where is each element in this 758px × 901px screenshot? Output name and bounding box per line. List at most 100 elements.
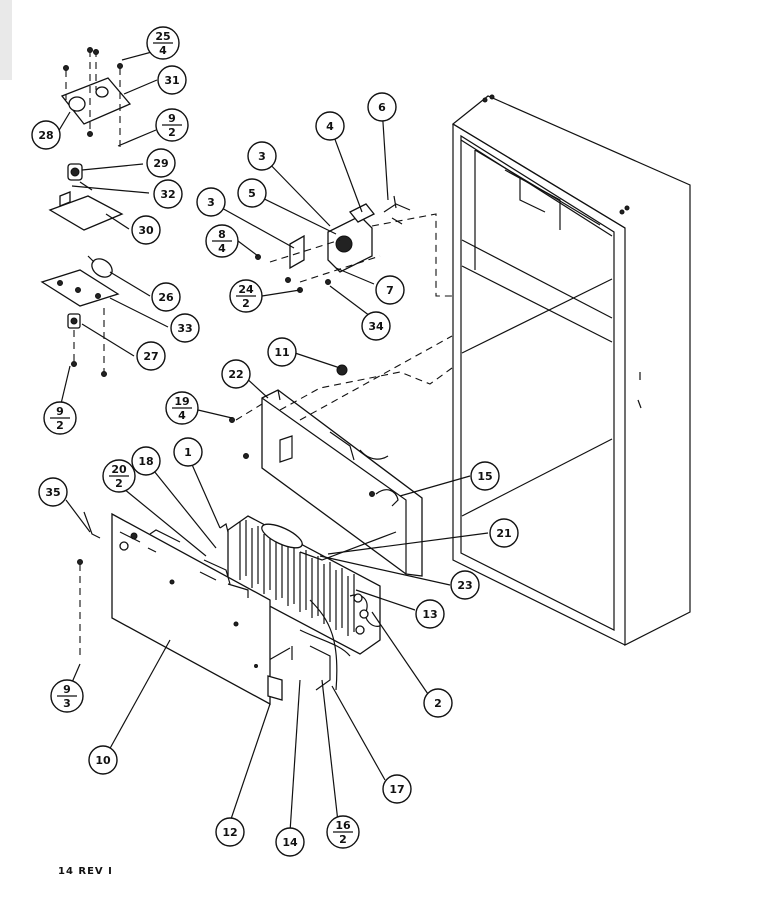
callout-quantity: 4 xyxy=(159,44,167,57)
callout-17: 17 xyxy=(382,774,412,804)
callout-8: 84 xyxy=(205,224,239,258)
callout-7: 7 xyxy=(375,275,405,305)
callout-circle xyxy=(151,282,181,312)
callout-number: 23 xyxy=(457,579,472,592)
callout-number: 3 xyxy=(207,196,215,209)
callout-circle xyxy=(267,337,297,367)
callout-circle xyxy=(31,120,61,150)
callout-31: 31 xyxy=(157,65,187,95)
callout-3a: 3 xyxy=(247,141,277,171)
callout-20: 202 xyxy=(102,459,136,493)
callout-circle xyxy=(153,179,183,209)
scan-margin-shade xyxy=(0,0,12,80)
evaporator-coil xyxy=(219,515,397,691)
callout-number: 3 xyxy=(258,150,266,163)
callout-circle xyxy=(215,817,245,847)
callout-circle xyxy=(470,461,500,491)
leader-lines xyxy=(57,48,489,833)
callout-number: 20 xyxy=(111,463,127,476)
callout-27: 27 xyxy=(136,341,166,371)
callout-number: 19 xyxy=(174,395,189,408)
callout-number: 8 xyxy=(218,228,226,241)
callout-circle xyxy=(423,688,453,718)
callout-28: 28 xyxy=(31,120,61,150)
callout-3b: 3 xyxy=(196,187,226,217)
callout-circle xyxy=(367,92,397,122)
callout-number: 34 xyxy=(368,320,384,333)
callout-quantity: 2 xyxy=(242,297,250,310)
callout-quantity: 2 xyxy=(56,419,64,432)
callout-circle xyxy=(170,313,200,343)
control-assembly xyxy=(40,47,132,377)
callout-number: 27 xyxy=(143,350,158,363)
callout-number: 15 xyxy=(477,470,492,483)
callout-9a: 92 xyxy=(155,108,189,142)
callout-number: 2 xyxy=(434,697,442,710)
callouts: 2543128922932302633279264353842427341122… xyxy=(31,26,519,857)
callout-circle xyxy=(146,148,176,178)
callout-number: 30 xyxy=(138,224,154,237)
callout-quantity: 4 xyxy=(218,242,226,255)
callout-quantity: 4 xyxy=(178,409,186,422)
callout-circle xyxy=(450,570,480,600)
callout-circle xyxy=(196,187,226,217)
callout-circle xyxy=(136,341,166,371)
callout-circle xyxy=(415,599,445,629)
callout-2: 2 xyxy=(423,688,453,718)
callout-circle xyxy=(382,774,412,804)
callout-34: 34 xyxy=(361,311,391,341)
callout-16: 162 xyxy=(326,815,360,849)
callout-number: 7 xyxy=(386,284,394,297)
callout-number: 5 xyxy=(248,187,256,200)
callout-number: 9 xyxy=(168,112,176,125)
callout-number: 29 xyxy=(153,157,168,170)
callout-number: 9 xyxy=(63,683,71,696)
callout-circle xyxy=(237,178,267,208)
callout-circle xyxy=(247,141,277,171)
callout-number: 16 xyxy=(335,819,351,832)
callout-number: 32 xyxy=(160,188,175,201)
callout-quantity: 3 xyxy=(63,697,71,710)
callout-21: 21 xyxy=(489,518,519,548)
callout-circle xyxy=(375,275,405,305)
callout-number: 21 xyxy=(496,527,511,540)
revision-label: 14 REV I xyxy=(58,866,113,877)
callout-circle xyxy=(173,437,203,467)
callout-29: 29 xyxy=(146,148,176,178)
callout-circle xyxy=(489,518,519,548)
evaporator-cover xyxy=(229,335,453,577)
callout-5: 5 xyxy=(237,178,267,208)
callout-number: 6 xyxy=(378,101,386,114)
callout-number: 24 xyxy=(238,283,254,296)
callout-number: 10 xyxy=(95,754,111,767)
callout-number: 12 xyxy=(222,826,237,839)
callout-number: 9 xyxy=(56,405,64,418)
callout-number: 4 xyxy=(326,120,334,133)
callout-13: 13 xyxy=(415,599,445,629)
callout-number: 28 xyxy=(38,129,53,142)
callout-33: 33 xyxy=(170,313,200,343)
callout-14: 14 xyxy=(275,827,305,857)
callout-1: 1 xyxy=(173,437,203,467)
callout-30: 30 xyxy=(131,215,161,245)
callout-circle xyxy=(38,477,68,507)
callout-number: 35 xyxy=(45,486,60,499)
callout-25: 254 xyxy=(146,26,180,60)
callout-number: 26 xyxy=(158,291,174,304)
callout-18: 18 xyxy=(131,446,161,476)
cabinet xyxy=(451,94,691,646)
callout-9b: 92 xyxy=(43,401,77,435)
callout-23: 23 xyxy=(450,570,480,600)
callout-26: 26 xyxy=(151,282,181,312)
callout-35: 35 xyxy=(38,477,68,507)
callout-4: 4 xyxy=(315,111,345,141)
callout-number: 1 xyxy=(184,446,192,459)
callout-number: 14 xyxy=(282,836,298,849)
callout-number: 33 xyxy=(177,322,192,335)
callout-circle xyxy=(131,215,161,245)
callout-number: 17 xyxy=(389,783,404,796)
callout-12: 12 xyxy=(215,817,245,847)
callout-11: 11 xyxy=(267,337,297,367)
callout-circle xyxy=(275,827,305,857)
callout-number: 11 xyxy=(274,346,289,359)
